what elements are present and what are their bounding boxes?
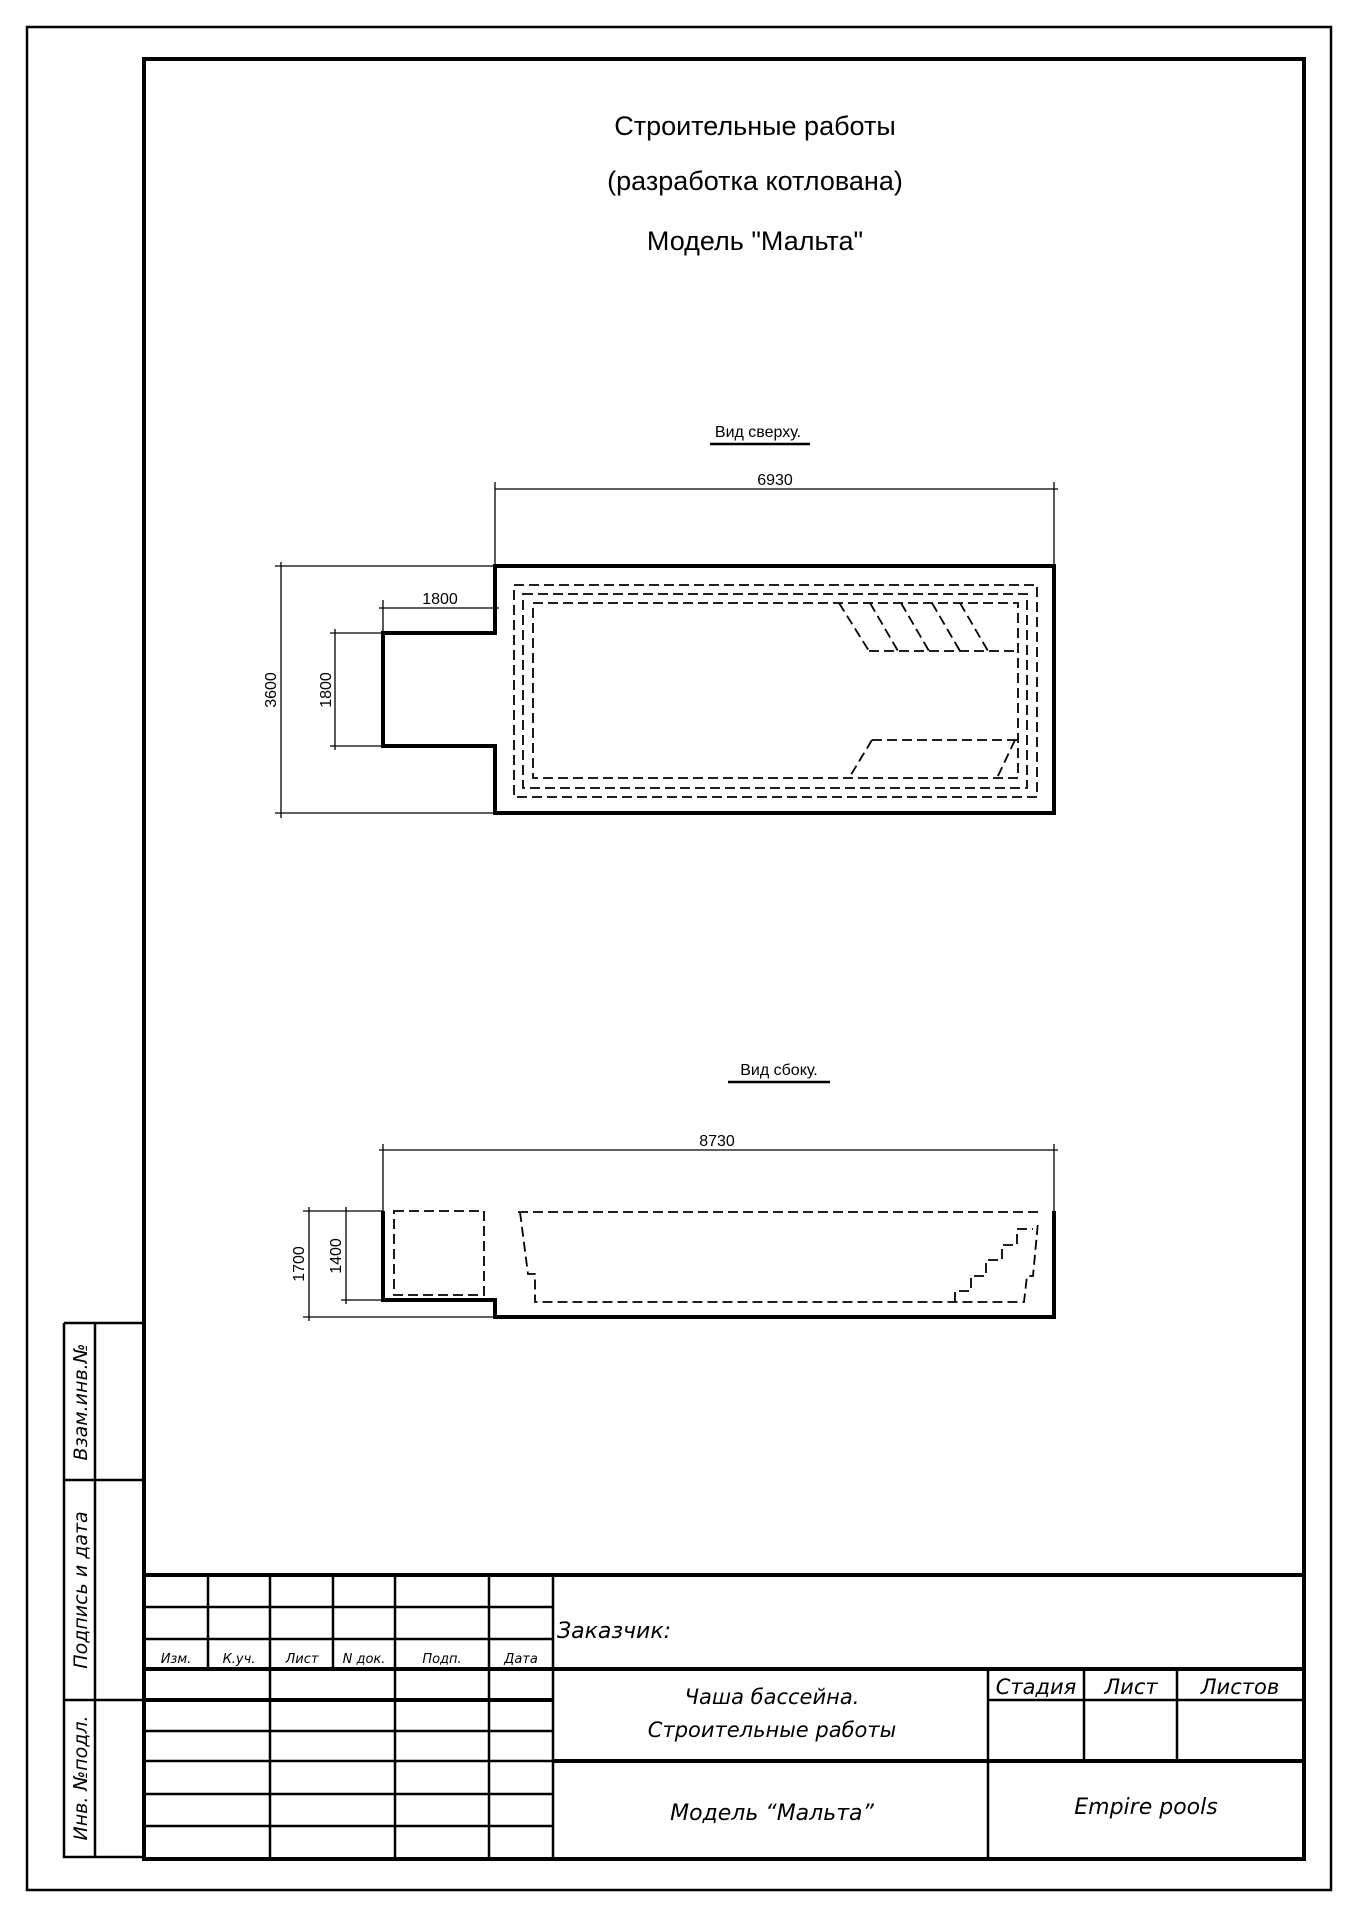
dim-step-depth: 1800 [318,672,335,708]
dim-width: 3600 [263,672,280,708]
col-kuch: К.уч. [223,1652,256,1667]
side-view: Вид сбоку. 8730 1700 1400 [291,1062,1058,1321]
side-view-label: Вид сбоку. [740,1062,817,1079]
stage-label: Стадия [996,1675,1077,1699]
pit-section [381,1211,1056,1319]
title-line-1: Строительные работы [614,111,896,141]
bench [848,739,1018,779]
steps-top [838,602,1018,652]
sheets-label: Листов [1200,1675,1279,1699]
col-izm: Изм. [161,1652,192,1667]
customer-label: Заказчик: [557,1619,671,1644]
col-data: Дата [503,1652,538,1667]
dim-length: 8730 [699,1133,735,1150]
title-line-3: Модель "Мальта" [647,226,863,256]
col-ndok: N док. [343,1652,386,1667]
top-view-label: Вид сверху. [715,424,801,441]
top-view: Вид сверху. 6930 3600 1800 1800 [263,424,1058,818]
company-name: Empire pools [1074,1795,1217,1820]
inner-frame [142,57,1306,1861]
dim-depth-total: 1700 [291,1246,308,1282]
doc-title-1: Чаша бассейна. [685,1685,860,1709]
side-strip: Взам.инв.№ Подпись и дата Инв. №подл. [62,1321,144,1859]
pit-outline [381,564,1056,815]
title-line-2: (разработка котлована) [607,166,903,196]
col-podp: Подп. [422,1652,461,1667]
title-block: Изм. К.уч. Лист N док. Подп. Дата Заказч… [144,1573,1304,1857]
doc-title-2: Строительные работы [648,1718,896,1742]
model-name: Модель “Мальта” [670,1801,874,1826]
sign-date-label: Подпись и дата [70,1511,92,1668]
bowl-section [518,1211,1043,1303]
col-list: Лист [285,1652,319,1667]
sheet-label: Лист [1103,1675,1158,1699]
outer-frame [25,25,1333,1892]
dim-depth-step: 1400 [328,1238,345,1274]
dim-length: 6930 [757,472,793,489]
replace-inv-label: Взам.инв.№ [70,1344,92,1461]
inv-orig-label: Инв. №подл. [70,1715,92,1840]
dim-step-width: 1800 [422,591,458,608]
